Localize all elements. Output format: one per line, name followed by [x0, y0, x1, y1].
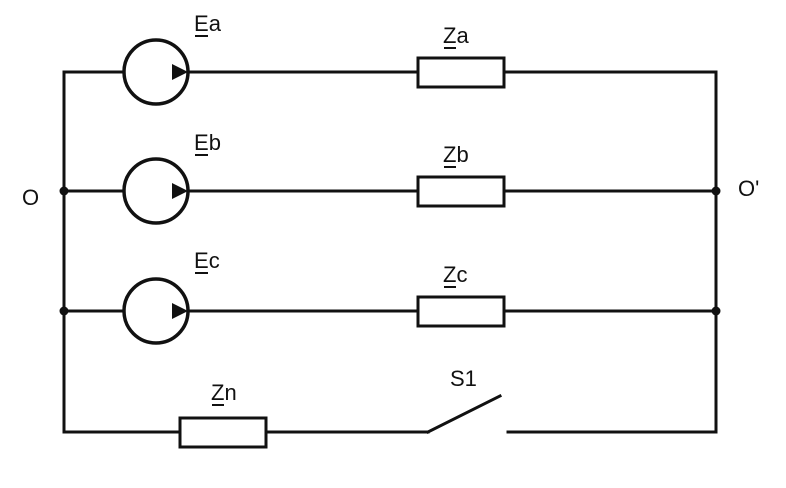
impedance-c-label: Zc	[443, 262, 467, 288]
subscript: b	[456, 142, 468, 167]
subscript: b	[209, 130, 221, 155]
subscript: c	[456, 262, 467, 287]
source-a-arrow	[172, 64, 188, 80]
switch-label: S1	[450, 366, 477, 391]
subscript: a	[209, 11, 222, 36]
source-b-label: Eb	[194, 130, 221, 156]
source-b	[122, 157, 190, 225]
source-c-label: Ec	[194, 248, 220, 274]
phasor-letter: E	[194, 248, 209, 273]
impedance-n-label: Zn	[211, 380, 237, 406]
junction-dot	[711, 306, 721, 316]
phasor-letter: E	[194, 11, 209, 36]
impedance-b-label: Zb	[443, 142, 469, 168]
subscript: a	[456, 23, 469, 48]
impedance-a	[416, 56, 506, 89]
impedance-c	[416, 295, 506, 328]
source-a	[122, 38, 190, 106]
subscript: n	[224, 380, 236, 405]
junction-dot	[59, 306, 69, 316]
phasor-letter: Z	[443, 23, 456, 48]
phasor-letter: E	[194, 130, 209, 155]
svg-text:Eb: Eb	[194, 130, 221, 155]
svg-text:Ec: Ec	[194, 248, 220, 273]
switch-s1	[425, 393, 503, 435]
svg-text:Za: Za	[443, 23, 469, 48]
svg-text:Zb: Zb	[443, 142, 469, 167]
source-a-label: Ea	[194, 11, 222, 37]
phasor-letter: Z	[211, 380, 224, 405]
subscript: c	[209, 248, 220, 273]
svg-text:Zc: Zc	[443, 262, 467, 287]
node-label-left: O	[22, 185, 39, 210]
wires	[62, 70, 718, 434]
node-label-right: O'	[738, 176, 759, 201]
junction-dot	[59, 186, 69, 196]
impedance-b	[416, 175, 506, 208]
source-b-arrow	[172, 183, 188, 199]
svg-text:Zn: Zn	[211, 380, 237, 405]
source-c-arrow	[172, 303, 188, 319]
svg-text:Ea: Ea	[194, 11, 222, 36]
phasor-letter: Z	[443, 142, 456, 167]
impedance-n	[178, 416, 268, 449]
phasor-letter: Z	[443, 262, 456, 287]
impedance-a-label: Za	[443, 23, 469, 49]
source-c	[122, 277, 190, 345]
junction-dot	[711, 186, 721, 196]
